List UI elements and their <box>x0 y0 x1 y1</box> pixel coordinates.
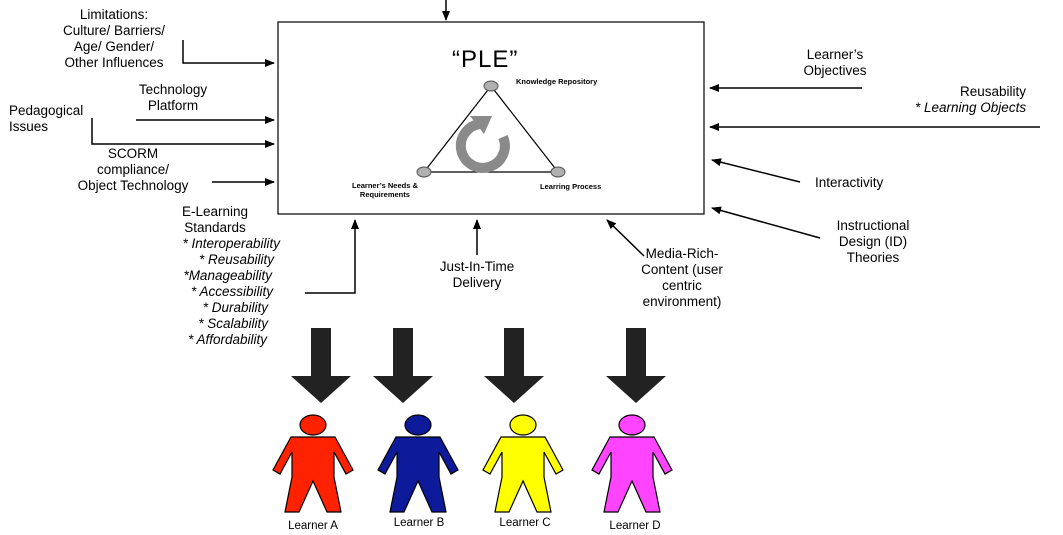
standard-item: * Durability <box>202 300 268 315</box>
big-arrow-c <box>484 328 544 403</box>
learner-figure-a <box>272 414 354 513</box>
label-pedagogical-issues: Pedagogical Issues <box>9 103 84 134</box>
standard-item: * Interoperability <box>182 236 280 251</box>
label-learning-objects: * Learning Objects <box>915 100 1027 115</box>
standard-item: *Manageability <box>183 268 272 283</box>
label-knowledge-repository: Knowledge Repository <box>516 77 598 86</box>
node-learning-process <box>550 166 566 178</box>
label-limitations: Limitations: Culture/ Barriers/ Age/ Gen… <box>62 7 166 70</box>
arrow-interactivity <box>711 158 801 183</box>
learner-figure-d <box>591 414 673 513</box>
ple-title: “PLE” <box>452 46 519 73</box>
cycle-arrow-icon <box>455 116 510 173</box>
standard-item: * Scalability <box>198 316 268 331</box>
learner-label-b: Learner B <box>393 517 445 529</box>
label-media-rich-content: Media-Rich- Content (user centric enviro… <box>641 246 723 309</box>
node-knowledge-repository <box>483 80 499 92</box>
big-arrow-b <box>373 328 433 403</box>
learner-label-d: Learner D <box>609 520 661 532</box>
label-instructional-design: Instructional Design (ID) Theories <box>836 218 910 265</box>
label-technology-platform: Technology Platform <box>138 82 208 113</box>
learner-figure-c <box>482 414 564 513</box>
label-learning-process: Learring Process <box>540 182 602 191</box>
label-reusability: Reusability <box>959 84 1027 99</box>
label-scorm: SCORM compliance/ Object Technology <box>77 146 189 193</box>
big-arrow-d <box>606 328 666 403</box>
learner-label-a: Learner A <box>288 520 338 532</box>
label-interactivity: Interactivity <box>815 175 884 190</box>
learner-figure-b <box>377 414 459 513</box>
standard-item: * Accessibility <box>190 284 273 299</box>
arrow-limitations <box>182 40 275 67</box>
label-learners-needs: Learner’s Needs & Requirements <box>352 181 418 199</box>
label-just-in-time: Just-In-Time Delivery <box>439 259 515 290</box>
label-elearning-standards: E-Learning Standards <box>181 204 249 235</box>
arrow-standards <box>305 219 359 294</box>
node-learners-needs <box>416 166 432 178</box>
label-learners-objectives: Learner’s Objectives <box>803 47 867 78</box>
arrow-pedagogical <box>91 118 275 148</box>
standard-item: * Affordability <box>187 332 267 347</box>
arrow-instructional <box>711 206 821 239</box>
big-arrow-a <box>291 328 351 403</box>
learner-label-c: Learner C <box>499 517 551 529</box>
ple-triangle <box>422 85 560 173</box>
arrow-media <box>606 219 645 257</box>
standard-item: * Reusability <box>198 252 274 267</box>
